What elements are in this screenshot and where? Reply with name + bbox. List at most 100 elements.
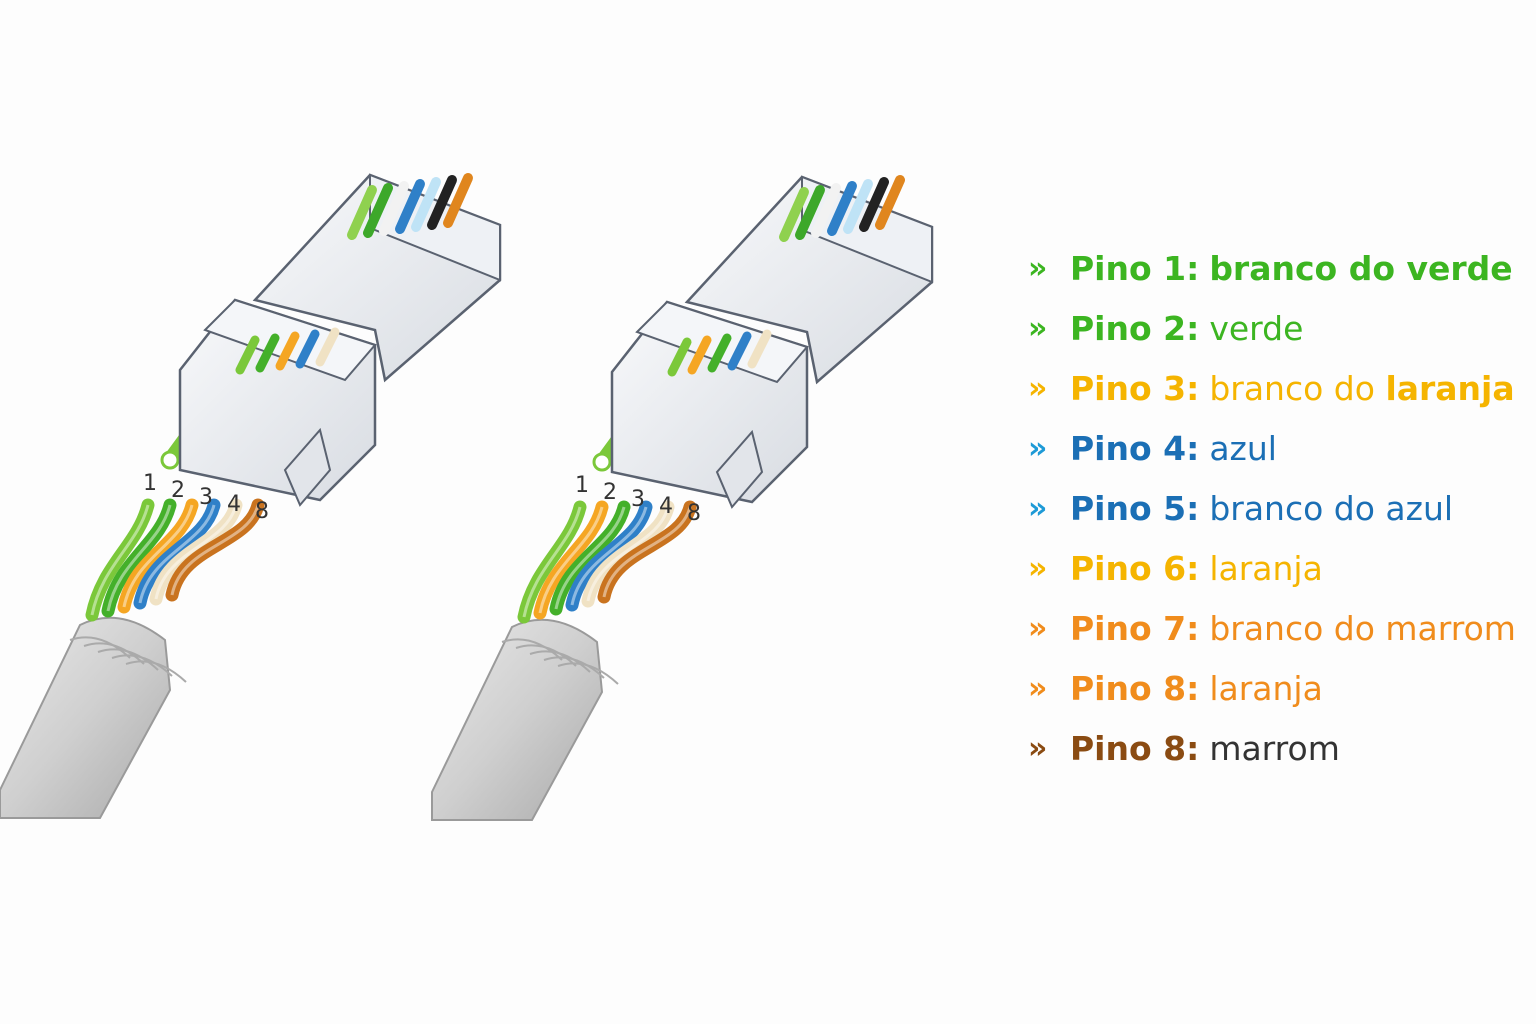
front-contact [747, 329, 772, 369]
wire-color-description: branco do laranja [1209, 368, 1515, 408]
pin-label: Pino 6: [1070, 548, 1200, 588]
front-contact [315, 327, 340, 367]
wire-highlight [90, 504, 150, 616]
wire-end [160, 450, 180, 470]
bullet-marker: » [1028, 550, 1048, 586]
contact-pin [795, 185, 825, 240]
wire [117, 498, 199, 614]
latch-clip [715, 429, 764, 509]
wire-highlight [154, 504, 238, 600]
legend-item-pin-8b: » Pino 8: marrom [1028, 718, 1516, 778]
jacket-ridge [515, 644, 577, 667]
front-contact [255, 333, 280, 373]
legend-item-pin-5: » Pino 5: branco do azul [1028, 478, 1516, 538]
front-contact [295, 329, 320, 369]
contact-pin [443, 173, 473, 228]
front-contact [235, 335, 260, 375]
wire-highlight [170, 504, 260, 596]
contact-pin [875, 175, 905, 230]
wire [101, 498, 177, 618]
bullet-marker: » [1028, 610, 1048, 646]
jacket-ridge [111, 654, 173, 677]
wire [85, 498, 155, 622]
contact-pin [395, 179, 425, 234]
pin-color-legend: » Pino 1: branco do verde » Pino 2: verd… [1028, 238, 1516, 778]
jacket-ridge [543, 656, 605, 679]
jacket-ridge [501, 638, 563, 661]
wire-color-description: branco do azul [1209, 488, 1454, 528]
wire-color-description: laranja [1209, 668, 1323, 708]
front-contact [707, 333, 732, 373]
legend-item-pin-7: » Pino 7: branco do marrom [1028, 598, 1516, 658]
wire-highlight [138, 504, 216, 604]
jacket-ridge [97, 648, 159, 671]
cable-jacket [0, 616, 172, 819]
pin-label: Pino 7: [1070, 608, 1200, 648]
jacket-ridge [69, 636, 131, 659]
wire [549, 500, 631, 616]
bullet-marker: » [1028, 730, 1048, 766]
wire-highlight [106, 504, 172, 612]
pin-number-label: 2 [603, 480, 617, 505]
wire [149, 498, 243, 606]
bullet-marker: » [1028, 670, 1048, 706]
wire-color-description: laranja [1209, 548, 1323, 588]
front-contact [687, 335, 712, 375]
cable-jacket [431, 618, 604, 821]
wire [565, 500, 653, 612]
pin-label: Pino 3: [1070, 368, 1200, 408]
wire [165, 498, 265, 602]
bullet-marker: » [1028, 250, 1048, 286]
pin-number-label: 3 [199, 485, 213, 510]
bullet-marker: » [1028, 310, 1048, 346]
pin-number-label: 8 [255, 499, 269, 524]
contact-pin [379, 181, 409, 236]
wire-highlight [570, 506, 648, 606]
jacket-ridge [529, 650, 591, 673]
wire-highlight [602, 506, 692, 598]
legend-item-pin-4: » Pino 4: azul [1028, 418, 1516, 478]
wire-highlight [538, 506, 604, 614]
contact-pin [843, 179, 873, 234]
wire-highlight [122, 504, 194, 608]
jacket-ridge [557, 662, 619, 685]
pin-number-label: 4 [227, 492, 241, 517]
front-contact [727, 331, 752, 371]
wire-color-description: azul [1209, 428, 1277, 468]
pin-number-label: 1 [143, 471, 157, 496]
wire [133, 498, 221, 610]
contact-pin [827, 181, 857, 236]
jacket-ridge [125, 660, 187, 683]
pin-label: Pino 4: [1070, 428, 1200, 468]
contact-pin [859, 177, 889, 232]
contact-pin [427, 175, 457, 230]
pin-label: Pino 8: [1070, 728, 1200, 768]
wire-highlight [522, 506, 582, 618]
wire-color-description: branco do verde [1209, 248, 1513, 288]
bullet-marker: » [1028, 490, 1048, 526]
contact-pin [363, 183, 393, 238]
pin-label: Pino 5: [1070, 488, 1200, 528]
front-contact [667, 337, 692, 377]
jacket-ridge [83, 642, 145, 665]
legend-item-pin-6: » Pino 6: laranja [1028, 538, 1516, 598]
wire [517, 500, 587, 624]
pin-number-label: 4 [659, 494, 673, 519]
legend-item-pin-8a: » Pino 8: laranja [1028, 658, 1516, 718]
pin-label: Pino 8: [1070, 668, 1200, 708]
legend-item-pin-3: » Pino 3: branco do laranja [1028, 358, 1516, 418]
wire [597, 500, 697, 604]
pin-label: Pino 2: [1070, 308, 1200, 348]
pin-label: Pino 1: [1070, 248, 1200, 288]
legend-item-pin-1: » Pino 1: branco do verde [1028, 238, 1516, 298]
bullet-marker: » [1028, 430, 1048, 466]
wire-color-description: marrom [1209, 728, 1340, 768]
latch-clip [283, 427, 332, 507]
wire-color-description: branco do marrom [1209, 608, 1516, 648]
bullet-marker: » [1028, 370, 1048, 406]
wire [581, 500, 675, 608]
front-contact [275, 331, 300, 371]
wire-end [592, 452, 612, 472]
